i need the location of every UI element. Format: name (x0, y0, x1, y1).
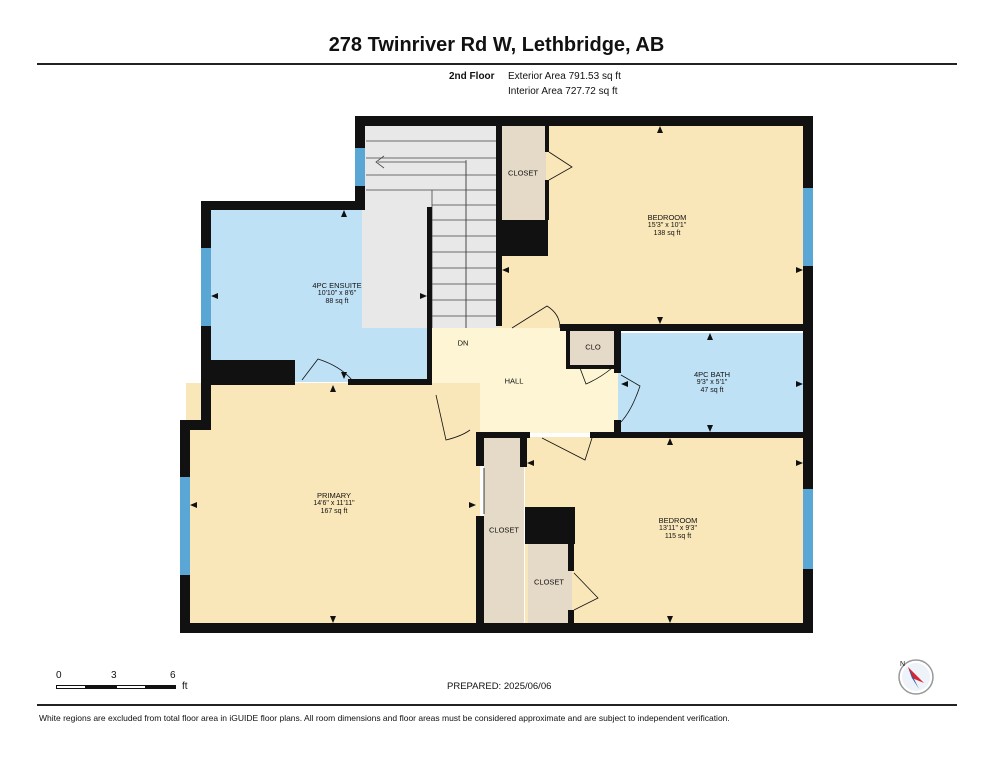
bedroom1-alcove (498, 254, 548, 328)
hall-label: HALL (504, 376, 524, 386)
room-area: 88 sq ft (325, 298, 349, 305)
room-area: 167 sq ft (320, 508, 348, 515)
exterior-area: Exterior Area 791.53 sq ft (508, 71, 621, 82)
svg-text:N: N (900, 661, 905, 668)
compass-icon: N (898, 659, 934, 695)
room-name: 4PC BATH (693, 370, 731, 379)
scale-tick-0: 0 (56, 670, 62, 681)
room-dims: 14'6" x 11'11" (313, 500, 355, 507)
room-bedroom-2: BEDROOM 13'11" x 9'3" 115 sq ft (659, 517, 698, 541)
closet-mid-floor (484, 437, 524, 623)
room-primary: PRIMARY 14'6" x 11'11" 167 sq ft (313, 492, 354, 516)
bath-floor (618, 333, 807, 433)
clo-floor (570, 331, 616, 367)
room-bath: 4PC BATH 9'3" x 5'1" 47 sq ft (694, 371, 730, 395)
disclaimer: White regions are excluded from total fl… (39, 713, 730, 723)
room-bedroom-1: BEDROOM 15'3" x 10'1" 138 sq ft (648, 214, 687, 238)
room-area: 115 sq ft (664, 533, 692, 540)
room-dims: 13'11" x 9'3" (659, 525, 697, 532)
closet-low-floor (528, 541, 572, 623)
room-dims: 9'3" x 5'1" (696, 379, 728, 386)
scale-tick-3: 3 (111, 670, 117, 681)
interior-area: Interior Area 727.72 sq ft (508, 86, 618, 97)
closet-label-mid: CLOSET (488, 525, 520, 535)
room-dims: 10'10" x 8'6" (317, 290, 357, 297)
dimension-arrows (190, 126, 803, 623)
scale-segment (86, 685, 116, 689)
windows (180, 148, 813, 575)
header-divider (37, 63, 957, 65)
doors (301, 151, 641, 611)
closet-top-floor (502, 126, 546, 220)
stairs-down-label: DN (457, 338, 469, 348)
bedroom1-floor (545, 122, 807, 328)
room-name: PRIMARY (316, 491, 352, 500)
room-dims: 15'3" x 10'1" (647, 222, 687, 229)
page-title: 278 Twinriver Rd W, Lethbridge, AB (328, 34, 665, 56)
scale-segment (116, 685, 146, 689)
room-name: 4PC ENSUITE (312, 281, 362, 290)
room-name: BEDROOM (647, 213, 687, 222)
room-ensuite: 4PC ENSUITE 10'10" x 8'6" 88 sq ft (312, 282, 361, 306)
clo-label: CLO (585, 342, 601, 352)
floor-label: 2nd Floor (449, 71, 495, 82)
scale-tick-6: 6 (170, 670, 176, 681)
primary-floor (186, 383, 480, 627)
footer-divider (37, 704, 957, 706)
closet-label-top: CLOSET (507, 168, 539, 178)
room-area: 47 sq ft (700, 387, 724, 394)
room-name: BEDROOM (658, 516, 698, 525)
prepared-date: PREPARED: 2025/06/06 (447, 681, 552, 692)
room-area: 138 sq ft (653, 230, 681, 237)
scale-segment (56, 685, 86, 689)
closet-label-low: CLOSET (533, 577, 565, 587)
scale-unit: ft (182, 681, 188, 692)
scale-segment (146, 685, 176, 689)
